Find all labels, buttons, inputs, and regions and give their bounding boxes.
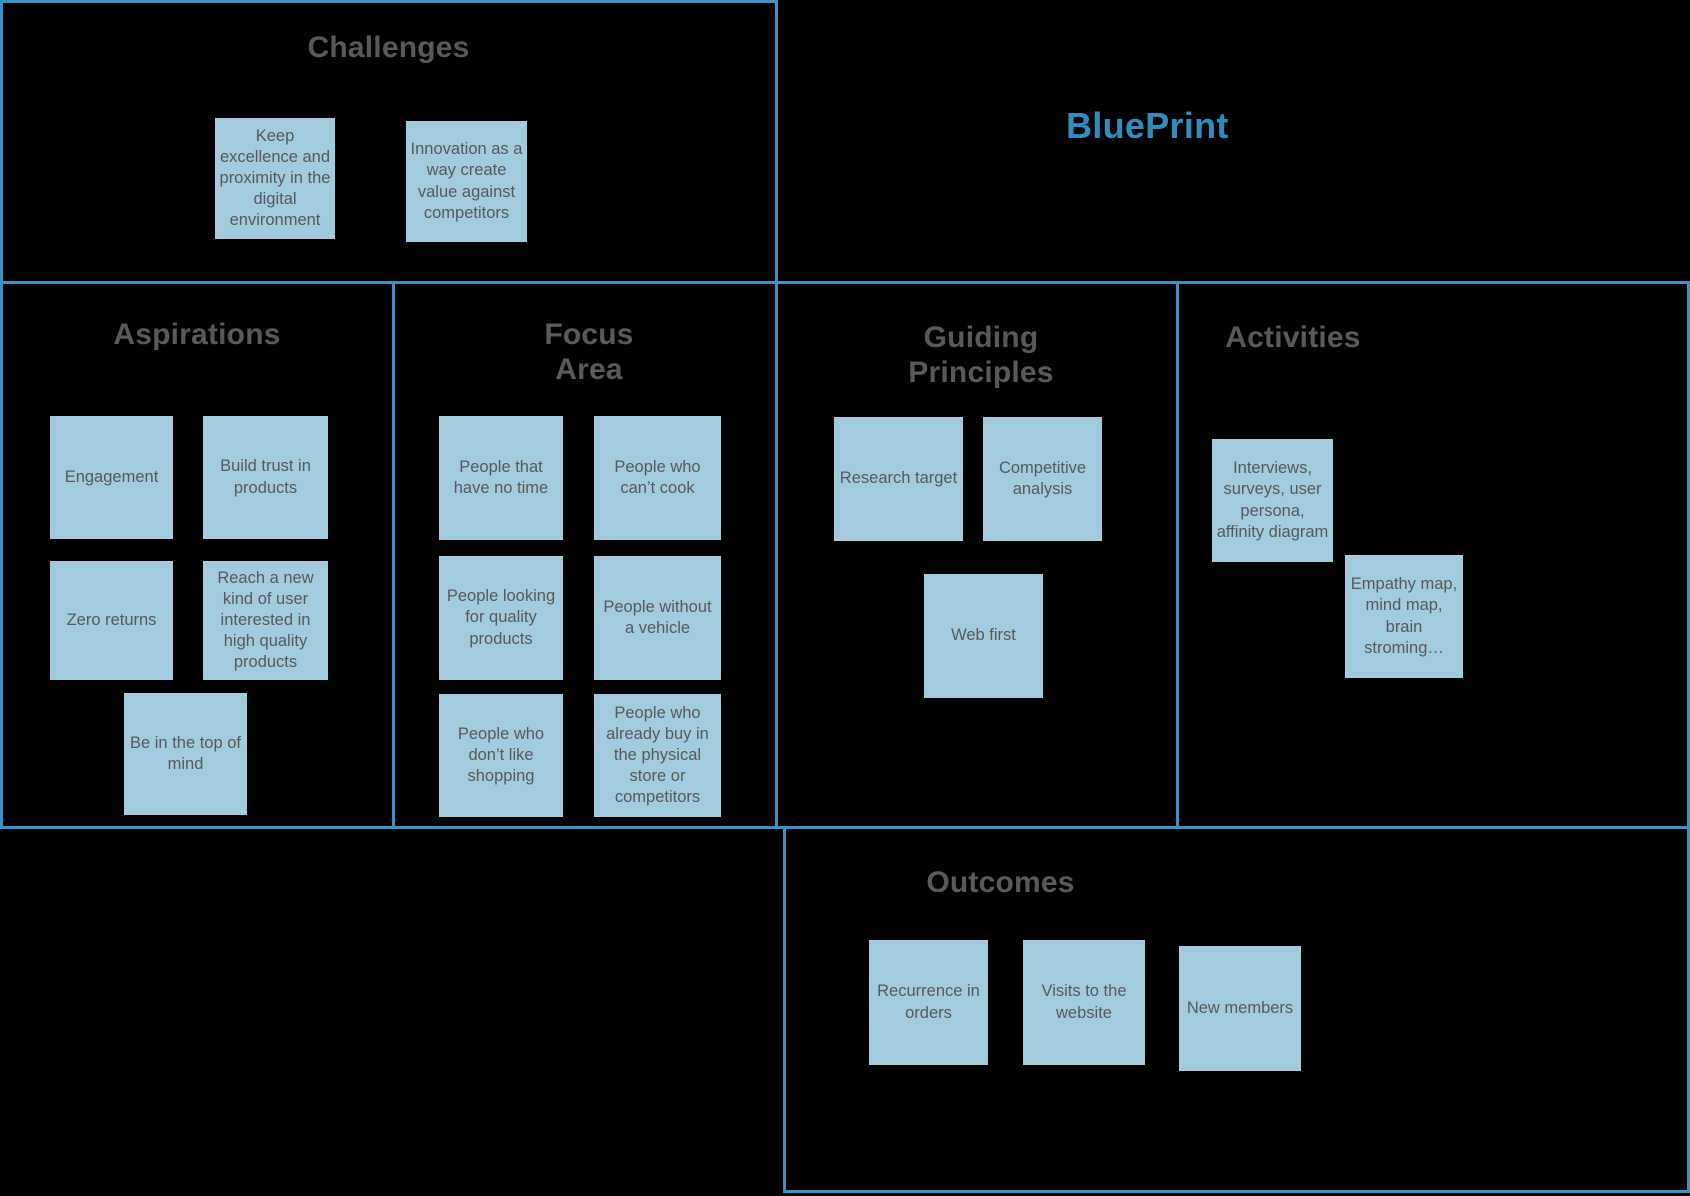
rule-aspirations-right xyxy=(392,281,395,829)
note-activities-2[interactable]: Empathy map, mind map, brain stroming… xyxy=(1345,555,1463,678)
note-focus-3[interactable]: People looking for quality products xyxy=(439,556,563,680)
rule-challenges-right xyxy=(775,0,778,829)
rule-top-challenges xyxy=(0,0,778,3)
note-guiding-2[interactable]: Competitive analysis xyxy=(983,417,1102,541)
note-aspirations-5[interactable]: Be in the top of mind xyxy=(124,693,247,815)
panel-aspirations: Aspirations Engagement Build trust in pr… xyxy=(2,284,392,826)
note-focus-1[interactable]: People that have no time xyxy=(439,416,563,540)
note-challenges-2[interactable]: Innovation as a way create value against… xyxy=(406,121,527,242)
note-focus-2[interactable]: People who can’t cook xyxy=(594,416,721,540)
note-focus-6[interactable]: People who already buy in the physical s… xyxy=(594,694,721,817)
note-aspirations-2[interactable]: Build trust in products xyxy=(203,416,328,539)
note-aspirations-4[interactable]: Reach a new kind of user interested in h… xyxy=(203,561,328,680)
panel-focus-area: Focus Area People that have no time Peop… xyxy=(395,284,783,826)
rule-outcomes-left xyxy=(783,826,786,1193)
rule-right-outer xyxy=(1687,281,1690,829)
panel-activities: Activities Interviews, surveys, user per… xyxy=(1179,284,1687,826)
note-aspirations-1[interactable]: Engagement xyxy=(50,416,173,539)
panel-title-challenges: Challenges xyxy=(307,31,470,64)
note-outcomes-2[interactable]: Visits to the website xyxy=(1023,940,1145,1065)
panel-title-outcomes: Outcomes xyxy=(926,866,1075,899)
note-activities-1[interactable]: Interviews, surveys, user persona, affin… xyxy=(1212,439,1333,562)
rule-midrow-bottom xyxy=(0,826,1690,829)
panel-title-aspirations: Aspirations xyxy=(113,318,281,351)
page-title: BluePrint xyxy=(1066,105,1229,146)
note-focus-5[interactable]: People who don’t like shopping xyxy=(439,694,563,817)
note-outcomes-1[interactable]: Recurrence in orders xyxy=(869,940,988,1065)
rule-midrow-top xyxy=(0,281,1690,284)
panel-title-focus-area: Focus Area xyxy=(544,318,634,387)
panel-title-activities: Activities xyxy=(1225,321,1361,354)
rule-left-outer xyxy=(0,0,3,829)
rule-guiding-right xyxy=(1176,281,1179,829)
rule-outcomes-bottom xyxy=(783,1190,1690,1193)
note-focus-4[interactable]: People without a vehicle xyxy=(594,556,721,680)
panel-guiding-principles: Guiding Principles Research target Compe… xyxy=(786,284,1176,826)
panel-title-guiding-principles: Guiding Principles xyxy=(908,321,1054,390)
note-aspirations-3[interactable]: Zero returns xyxy=(50,561,173,680)
note-outcomes-3[interactable]: New members xyxy=(1179,946,1301,1071)
note-guiding-1[interactable]: Research target xyxy=(834,417,963,541)
note-guiding-3[interactable]: Web first xyxy=(924,574,1043,698)
rule-outcomes-right xyxy=(1687,826,1690,1193)
panel-challenges: Challenges Keep excellence and proximity… xyxy=(2,2,775,281)
panel-outcomes: Outcomes Recurrence in orders Visits to … xyxy=(786,829,1687,1190)
note-challenges-1[interactable]: Keep excellence and proximity in the dig… xyxy=(215,118,335,239)
